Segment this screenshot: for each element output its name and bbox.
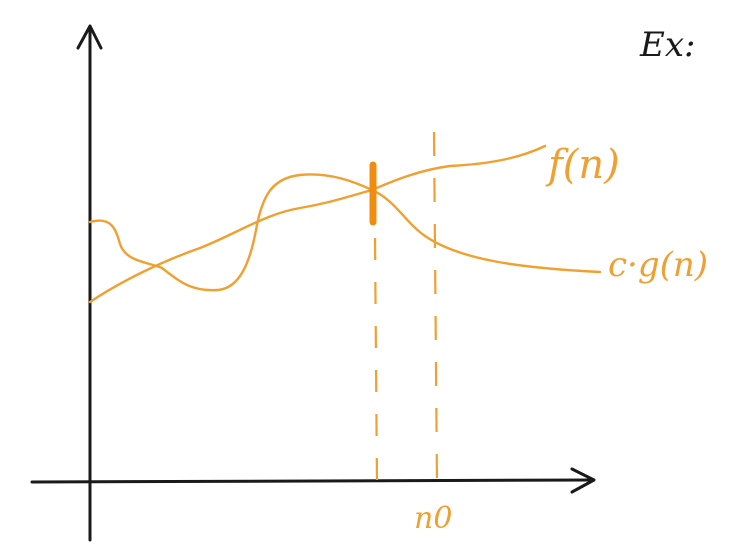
y-axis-arrowhead [76, 24, 103, 50]
x-axis-arrowhead [570, 467, 596, 494]
annotation-ex: Ex: [639, 25, 695, 65]
f-curve [88, 144, 547, 304]
f-curve-label: f(n) [545, 142, 620, 188]
n0-dashed-line [432, 131, 439, 486]
x-axis [30, 478, 594, 484]
axes [30, 24, 596, 542]
cg-curve-label: c·g(n) [608, 245, 708, 285]
intersection-dashed-line [373, 237, 379, 486]
cg-curve [88, 173, 602, 292]
n0-label: n0 [414, 501, 452, 536]
